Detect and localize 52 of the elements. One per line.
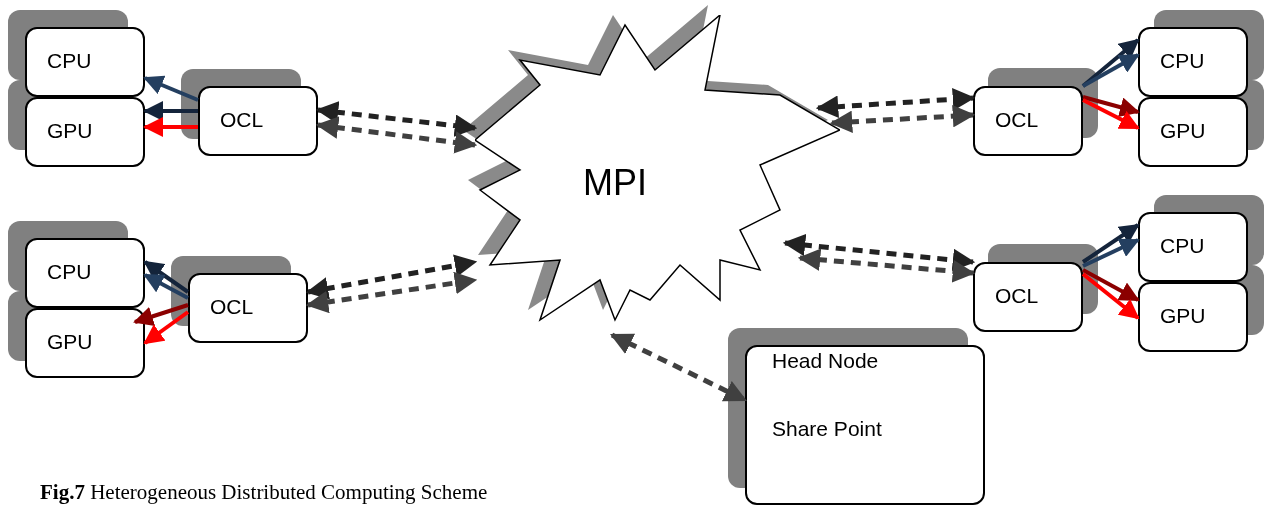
node-title: CPU — [47, 49, 92, 73]
process-box — [25, 27, 145, 97]
arrow — [1082, 53, 1140, 88]
process-box — [198, 86, 318, 156]
arrow — [133, 303, 189, 326]
dashed-arrow — [610, 332, 747, 403]
node-title: Head Node — [772, 349, 879, 373]
node-title: OCL — [210, 295, 254, 319]
process-box — [1138, 282, 1248, 352]
process-box — [25, 238, 145, 308]
arrow — [1082, 98, 1140, 130]
node-title: CPU — [1160, 234, 1205, 258]
dashed-arrow — [797, 248, 976, 283]
node-label: Share Point — [772, 417, 882, 441]
dashed-arrow — [829, 104, 976, 134]
process-box — [973, 86, 1083, 156]
arrow — [1082, 95, 1140, 117]
node-title: GPU — [1160, 119, 1206, 143]
node-title: GPU — [47, 330, 93, 354]
node-title: OCL — [220, 108, 264, 132]
node-title: CPU — [47, 260, 92, 284]
arrow — [143, 75, 199, 102]
node-label: MPI — [583, 163, 647, 203]
arrow — [1082, 238, 1140, 268]
arrow — [143, 101, 198, 121]
node-title: OCL — [995, 108, 1039, 132]
dashed-arrow — [315, 116, 478, 154]
process-box — [25, 97, 145, 167]
node-title: CPU — [1160, 49, 1205, 73]
process-box — [1138, 27, 1248, 97]
arrow — [143, 117, 198, 137]
process-box — [745, 345, 985, 505]
process-box — [1138, 212, 1248, 282]
dashed-arrow — [782, 233, 976, 272]
arrow — [143, 310, 190, 345]
process-box — [25, 308, 145, 378]
dashed-arrow — [305, 254, 478, 300]
node-title: GPU — [47, 119, 93, 143]
process-box — [1138, 97, 1248, 167]
dashed-arrow — [305, 271, 478, 314]
figure-caption: Fig.7 Heterogeneous Distributed Computing Scheme — [40, 480, 488, 505]
node-title: OCL — [995, 284, 1039, 308]
arrow — [1082, 268, 1140, 302]
dashed-arrow — [315, 101, 478, 137]
arrow — [1081, 272, 1140, 320]
arrow — [143, 260, 190, 294]
dashed-arrow — [815, 88, 976, 118]
arrow — [1081, 223, 1140, 264]
node-title: GPU — [1160, 304, 1206, 328]
process-box — [973, 262, 1083, 332]
arrow — [143, 273, 189, 300]
process-box — [188, 273, 308, 343]
